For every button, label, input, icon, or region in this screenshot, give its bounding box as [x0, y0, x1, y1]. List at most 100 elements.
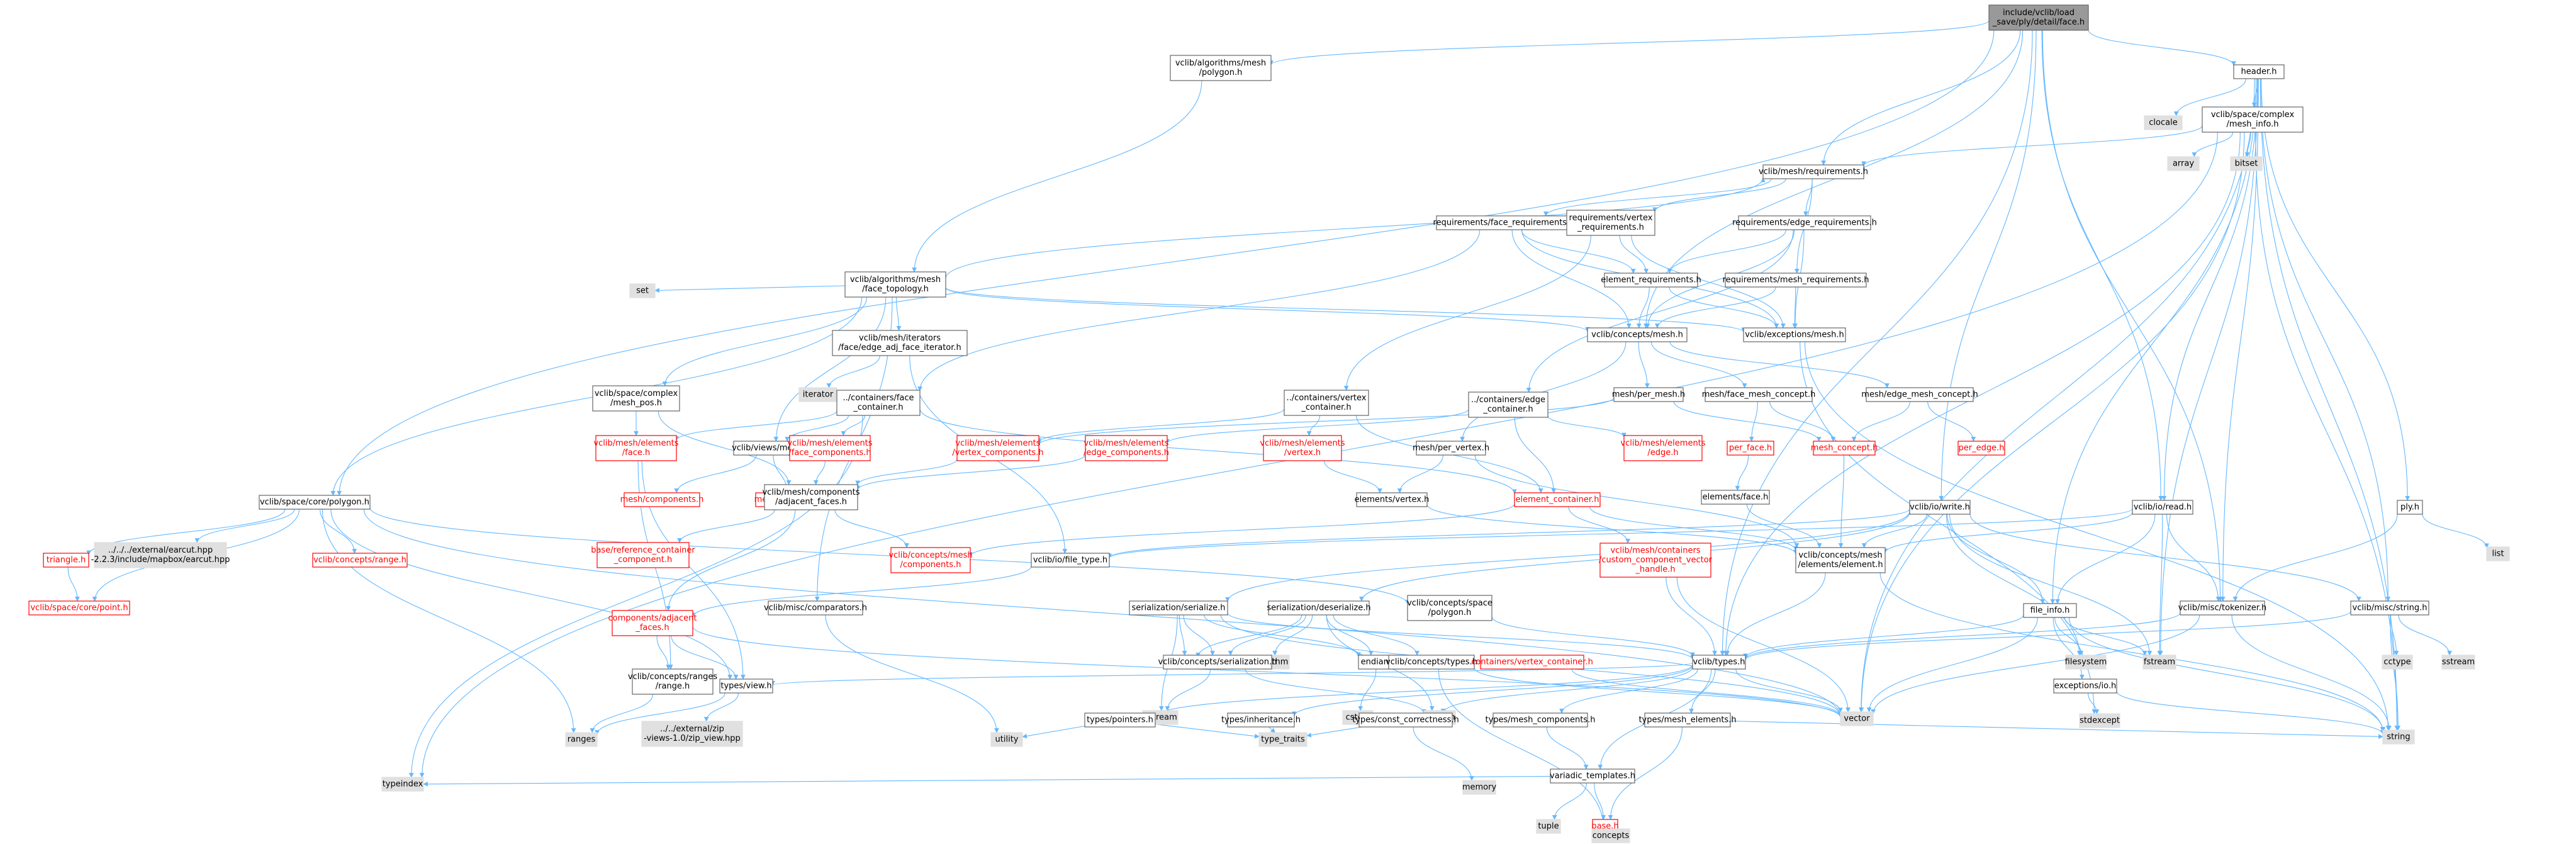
node-box	[2065, 655, 2107, 670]
node-corepoint[interactable]: vclib/space/core/point.h	[28, 600, 130, 616]
node-root[interactable]: include/vclib/load_save/ply/detail/face.…	[1988, 4, 2089, 31]
node-elemvertex[interactable]: vclib/mesh/elements/vertex.h	[1260, 435, 1345, 461]
node-ply[interactable]: ply.h	[2397, 500, 2423, 515]
node-memory[interactable]: memory	[1462, 780, 1497, 795]
node-filesystem[interactable]: filesystem	[2065, 655, 2107, 670]
node-elementsvertex[interactable]: elements/vertex.h	[1355, 492, 1430, 507]
node-ranges[interactable]: ranges	[565, 732, 598, 747]
node-utility[interactable]: utility	[990, 732, 1023, 747]
node-edgecont[interactable]: ../containers/edge_container.h	[1468, 391, 1548, 418]
node-serialize[interactable]: serialization/serialize.h	[1129, 600, 1228, 616]
node-bitset[interactable]: bitset	[2230, 156, 2263, 171]
node-array[interactable]: array	[2167, 156, 2200, 171]
node-fstream[interactable]: fstream	[2142, 655, 2176, 670]
node-basereference[interactable]: base/reference_container_component.h	[591, 542, 695, 568]
node-conceptsranges[interactable]: vclib/concepts/ranges/range.h	[628, 668, 717, 695]
node-algpoly[interactable]: vclib/algorithms/mesh/polygon.h	[1170, 55, 1272, 81]
node-elemface[interactable]: vclib/mesh/elements/face.h	[593, 435, 679, 461]
node-triangle[interactable]: triangle.h	[43, 553, 89, 568]
edge-pervertex-to-meshelement	[1474, 454, 1800, 548]
node-faceconcept[interactable]: mesh/face_mesh_concept.h	[1702, 387, 1816, 402]
node-permesh[interactable]: mesh/per_mesh.h	[1612, 387, 1685, 402]
node-string[interactable]: string	[2382, 729, 2415, 745]
node-conceptstypes[interactable]: vclib/concepts/types.h	[1386, 655, 1477, 670]
node-header[interactable]: header.h	[2233, 64, 2285, 79]
node-edgeconcept[interactable]: mesh/edge_mesh_concept.h	[1861, 387, 1978, 402]
node-miscstring[interactable]: vclib/misc/string.h	[2350, 600, 2429, 616]
node-tokenizer[interactable]: vclib/misc/tokenizer.h	[2178, 600, 2267, 616]
node-iterator[interactable]: iterator	[798, 387, 837, 402]
node-list[interactable]: list	[2486, 546, 2510, 561]
node-customcomp[interactable]: vclib/mesh/containers/custom_component_v…	[1599, 543, 1713, 578]
node-typesmeshcomp[interactable]: types/mesh_components.h	[1485, 712, 1596, 728]
node-elemreq[interactable]: element_requirements.h	[1601, 273, 1701, 288]
node-sstream[interactable]: sstream	[2441, 655, 2475, 670]
node-meshconcept[interactable]: mesh_concept.h	[1811, 441, 1878, 456]
node-comparators[interactable]: vclib/misc/comparators.h	[764, 600, 867, 616]
node-cctype[interactable]: cctype	[2382, 655, 2413, 670]
node-edgeadjit[interactable]: vclib/mesh/iterators/face/edge_adj_face_…	[832, 330, 968, 356]
node-label: types/mesh_components.h	[1485, 716, 1595, 725]
node-elemedge[interactable]: vclib/mesh/elements/edge.h	[1620, 435, 1706, 461]
node-typespointers[interactable]: types/pointers.h	[1084, 712, 1156, 728]
node-elementsface[interactable]: elements/face.h	[1701, 490, 1770, 505]
node-typesview[interactable]: types/view.h	[719, 678, 773, 694]
node-iowrite[interactable]: vclib/io/write.h	[1909, 500, 1971, 515]
node-tuple[interactable]: tuple	[1536, 819, 1561, 834]
node-earcut[interactable]: ../../../external/earcut.hpp-2.2.3/inclu…	[91, 542, 230, 568]
node-excmesh[interactable]: vclib/exceptions/mesh.h	[1743, 327, 1846, 342]
node-meshinfo[interactable]: vclib/space/complex/mesh_info.h	[2202, 106, 2304, 133]
node-typesconst[interactable]: types/const_correctness.h	[1352, 712, 1459, 728]
node-pervertex[interactable]: mesh/per_vertex.h	[1413, 441, 1489, 456]
node-elemedgecomp[interactable]: vclib/mesh/elements/edge_components.h	[1084, 435, 1169, 461]
node-meshcompnts[interactable]: mesh/components.h	[620, 492, 704, 507]
node-edgereq[interactable]: requirements/edge_requirements.h	[1732, 215, 1877, 230]
node-typetraits[interactable]: type_traits	[1258, 732, 1308, 747]
node-label: vclib/io/read.h	[2134, 503, 2192, 512]
node-conceptsmeshcomp[interactable]: vclib/concepts/mesh/components.h	[888, 547, 973, 573]
node-typeindex[interactable]: typeindex	[381, 777, 424, 792]
node-fileinfo[interactable]: file_info.h	[2023, 603, 2077, 618]
node-containersvertex[interactable]: containers/vertex_container.h	[1471, 655, 1593, 670]
node-spacepolygon[interactable]: vclib/concepts/space/polygon.h	[1407, 595, 1492, 621]
node-meshmreq[interactable]: requirements/mesh_requirements.h	[1723, 273, 1869, 288]
node-corepolygon[interactable]: vclib/space/core/polygon.h	[259, 495, 371, 510]
node-perface[interactable]: per_face.h	[1727, 441, 1774, 456]
node-clocale[interactable]: clocale	[2144, 115, 2183, 130]
node-meshreq[interactable]: vclib/mesh/requirements.h	[1759, 164, 1868, 179]
node-elementcont[interactable]: element_container.h	[1514, 492, 1601, 507]
node-concepts[interactable]: concepts	[1591, 828, 1630, 843]
node-conceptsser[interactable]: vclib/concepts/serialization.h	[1158, 655, 1277, 670]
node-set[interactable]: set	[629, 283, 656, 298]
node-facecont[interactable]: ../containers/face_container.h	[836, 390, 921, 416]
node-conceptsrange[interactable]: vclib/concepts/range.h	[312, 553, 408, 568]
node-compadj[interactable]: components/adjacent_faces.h	[608, 610, 697, 636]
node-vector[interactable]: vector	[1840, 711, 1874, 726]
edge-facetopo-to-conceptsmesh	[945, 287, 1590, 332]
node-vcltypes[interactable]: vclib/types.h	[1692, 655, 1746, 670]
node-vertcont[interactable]: ../containers/vertex_container.h	[1284, 390, 1369, 416]
edge-vertreq-to-excmesh	[1631, 235, 1786, 329]
node-zipview[interactable]: ../../external/zip-views-1.0/zip_view.hp…	[641, 721, 743, 747]
edge-conceptsmesh-to-permesh	[1638, 341, 1650, 388]
node-stdexcept[interactable]: stdexcept	[2079, 713, 2120, 728]
node-ioread[interactable]: vclib/io/read.h	[2132, 500, 2193, 515]
edge-containersvertex-to-vector	[1571, 668, 1843, 717]
node-elemfacecomp[interactable]: vclib/mesh/elements/face_components.h	[787, 435, 873, 461]
node-typesmeshelem[interactable]: types/mesh_elements.h	[1638, 712, 1737, 728]
edge-iowrite-to-iofiletype	[1107, 509, 1910, 559]
node-deserialize[interactable]: serialization/deserialize.h	[1267, 600, 1371, 616]
node-meshelement[interactable]: vclib/concepts/mesh/elements/element.h	[1795, 547, 1886, 573]
node-iofiletype[interactable]: vclib/io/file_type.h	[1031, 553, 1110, 568]
node-adjfaces[interactable]: vclib/mesh/components/adjacent_faces.h	[762, 484, 860, 510]
node-facereq[interactable]: requirements/face_requirements.h	[1433, 215, 1575, 230]
node-typesinherit[interactable]: types/inheritance.h	[1221, 712, 1301, 728]
node-peredge[interactable]: per_edge.h	[1957, 441, 2005, 456]
node-exceptionsio[interactable]: exceptions/io.h	[2053, 678, 2117, 694]
node-facetopo[interactable]: vclib/algorithms/mesh/face_topology.h	[844, 271, 946, 298]
node-meshpos[interactable]: vclib/space/complex/mesh_pos.h	[592, 385, 680, 412]
node-elemvertcomp[interactable]: vclib/mesh/elements/vertex_components.h	[952, 435, 1044, 461]
node-conceptsmesh[interactable]: vclib/concepts/mesh.h	[1587, 327, 1688, 342]
node-vertreq[interactable]: requirements/vertex_requirements.h	[1566, 210, 1655, 236]
node-variadic[interactable]: variadic_templates.h	[1550, 768, 1635, 784]
